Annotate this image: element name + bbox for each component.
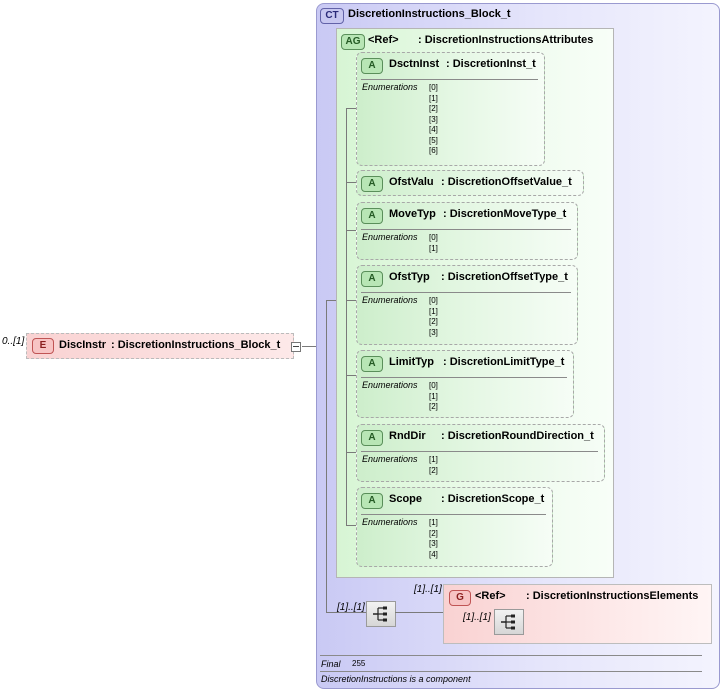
final-label: Final [321,659,341,669]
attribute-type: : DiscretionOffsetValue_t [441,176,572,188]
enumerations-label: Enumerations [362,517,418,527]
enumerations-label: Enumerations [362,454,418,464]
attribute-name: RndDir [389,430,426,442]
attribute-box-rnddir[interactable]: A RndDir : DiscretionRoundDirection_t En… [356,424,605,482]
complex-type-badge: CT [320,8,344,24]
attribute-name: OfstTyp [389,271,430,283]
sequence-icon[interactable] [494,609,524,635]
sequence-icon[interactable] [366,601,396,627]
group-badge: G [449,590,471,606]
element-badge: E [32,338,54,354]
attribute-type: : DiscretionInst_t [446,58,536,70]
attribute-badge: A [361,58,383,74]
enumeration-values: [0][1][2] [429,381,438,411]
enumeration-values: [0][1][2][3][4][5][6] [429,83,438,155]
attribute-box-scope[interactable]: A Scope : DiscretionScope_t Enumerations… [356,487,553,567]
group-outer-cardinality: [1]..[1] [414,584,442,595]
enumeration-values: [0][1][2][3] [429,296,438,337]
group-inner-cardinality: [1]..[1] [463,612,491,623]
enumerations-label: Enumerations [362,232,418,242]
enumeration-values: [1][2] [429,455,438,475]
attribute-name: LimitTyp [389,356,435,368]
enumerations-label: Enumerations [362,380,418,390]
attribute-type: : DiscretionLimitType_t [443,356,565,368]
attribute-box-dsctninst[interactable]: A DsctnInst : DiscretionInst_t Enumerati… [356,52,545,166]
collapse-toggle-icon[interactable] [291,342,301,352]
enumeration-values: [1][2][3][4] [429,518,438,559]
element-box[interactable]: E DiscInstr : DiscretionInstructions_Blo… [26,333,301,359]
complex-type-name: DiscretionInstructions_Block_t [348,8,511,20]
attribute-badge: A [361,430,383,446]
attribute-type: : DiscretionRoundDirection_t [441,430,594,442]
enumerations-label: Enumerations [362,295,418,305]
element-type: : DiscretionInstructions_Block_t [111,339,281,351]
connector-line [302,346,326,347]
attribute-name: OfstValu [389,176,434,188]
attribute-name: DsctnInst [389,58,440,70]
attribute-name: MoveTyp [389,208,436,220]
element-name: DiscInstr [59,339,107,351]
attribute-group-name: : DiscretionInstructionsAttributes [418,34,594,46]
sequence-cardinality: [1]..[1] [337,602,365,613]
tree-line [346,108,347,526]
attribute-type: : DiscretionScope_t [441,493,545,505]
attribute-badge: A [361,176,383,192]
attribute-name: Scope [389,493,423,505]
attribute-group-ref: <Ref> [368,34,399,46]
attribute-type: : DiscretionMoveType_t [443,208,567,220]
element-cardinality: 0..[1] [2,336,25,347]
attribute-box-movetyp[interactable]: A MoveTyp : DiscretionMoveType_t Enumera… [356,202,578,260]
group-name: : DiscretionInstructionsElements [526,590,699,602]
attribute-box-limittyp[interactable]: A LimitTyp : DiscretionLimitType_t Enume… [356,350,574,418]
attribute-badge: A [361,356,383,372]
group-box[interactable]: G <Ref> : DiscretionInstructionsElements… [443,584,712,644]
attribute-badge: A [361,208,383,224]
attribute-box-ofsttyp[interactable]: A OfstTyp : DiscretionOffsetType_t Enume… [356,265,578,345]
enumeration-values: [0][1] [429,233,438,253]
attribute-group-badge: AG [341,34,365,50]
group-ref: <Ref> [475,590,506,602]
enumerations-label: Enumerations [362,82,418,92]
final-value: 255 [352,659,366,668]
attribute-type: : DiscretionOffsetType_t [441,271,568,283]
documentation-text: DiscretionInstructions is a component [321,674,471,684]
attribute-badge: A [361,493,383,509]
attribute-badge: A [361,271,383,287]
attribute-box-ofstvalu[interactable]: A OfstValu : DiscretionOffsetValue_t [356,170,584,196]
tree-line [326,300,327,612]
